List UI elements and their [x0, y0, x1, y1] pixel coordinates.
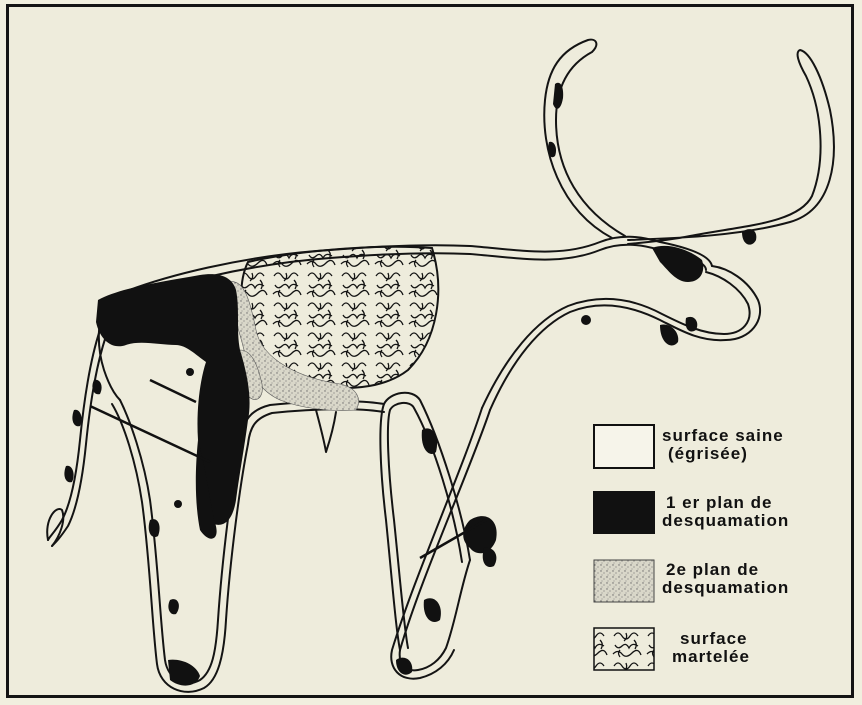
legend-swatch-hammered — [594, 628, 654, 670]
legend-sound-line2: (égrisée) — [662, 445, 784, 463]
legend-first-line2: desquamation — [662, 512, 789, 530]
legend-second-line2: desquamation — [662, 579, 789, 597]
legend-swatches — [594, 425, 654, 670]
legend-label-first-plane: 1 er plan de desquamation — [662, 494, 789, 530]
legend-first-line1: 1 er plan de — [662, 494, 789, 512]
legend-label-sound: surface saine (égrisée) — [662, 427, 784, 463]
legend-sound-line1: surface saine — [662, 427, 784, 445]
legend-swatch-first-plane — [594, 492, 654, 533]
legend-swatch-sound — [594, 425, 654, 468]
legend-label-second-plane: 2e plan de desquamation — [662, 561, 789, 597]
legend-second-line1: 2e plan de — [662, 561, 789, 579]
legend-label-hammered: surface martelée — [666, 630, 750, 666]
legend-hammered-line1: surface — [666, 630, 750, 648]
legend-hammered-line2: martelée — [666, 648, 750, 666]
legend-swatch-second-plane — [594, 560, 654, 602]
